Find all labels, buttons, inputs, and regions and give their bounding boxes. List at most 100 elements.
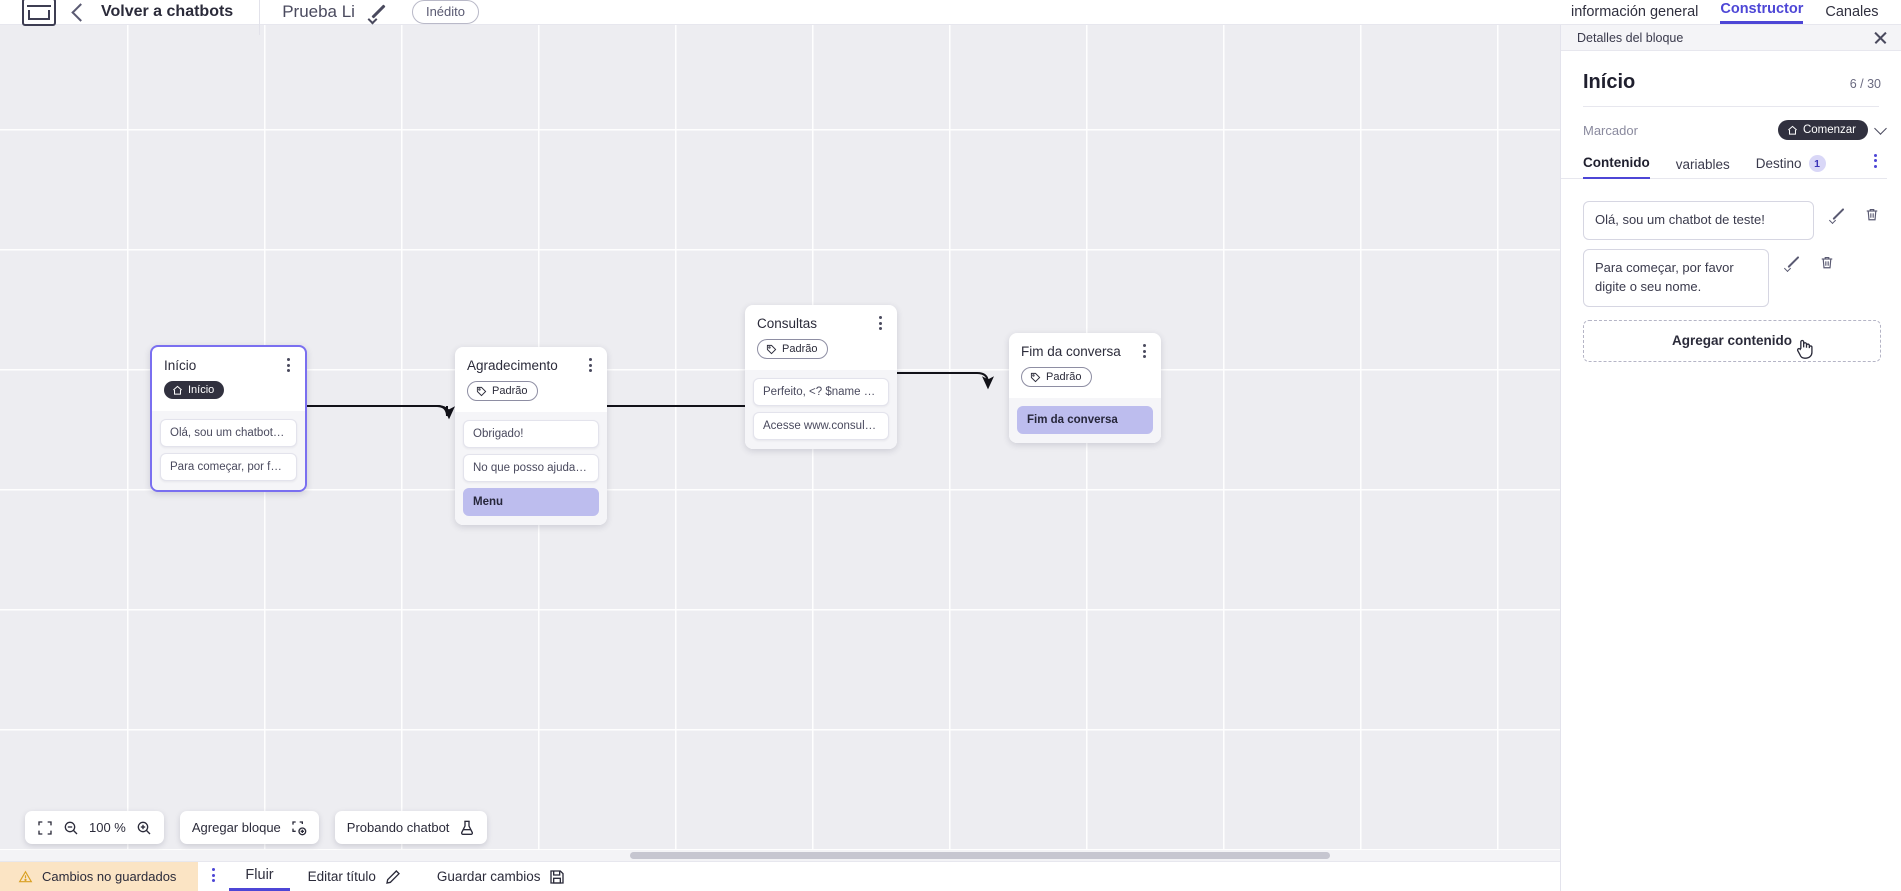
scrollbar-thumb[interactable] (630, 852, 1330, 859)
chevron-down-icon[interactable] (1874, 121, 1887, 135)
tab-variables[interactable]: variables (1676, 157, 1730, 179)
mouse-cursor (1796, 339, 1813, 359)
close-icon[interactable] (1873, 30, 1888, 45)
node-header: Agradecimento (455, 347, 607, 374)
tab-variables-label: variables (1675, 157, 1730, 172)
trash-icon[interactable] (1865, 207, 1879, 222)
tab-constructor[interactable]: Constructor (1720, 1, 1804, 24)
pencil-icon[interactable] (1785, 255, 1800, 270)
content-item: Para começar, por favor digite o seu nom… (1583, 248, 1881, 307)
node-body: Obrigado! No que posso ajudar, <? $name … (455, 411, 607, 525)
content-item: Olá, sou um chatbot de teste! (1583, 201, 1881, 240)
node-message-highlight[interactable]: Fim da conversa (1017, 405, 1153, 434)
add-block-button[interactable]: Agregar bloque (179, 811, 319, 844)
trash-icon[interactable] (1820, 255, 1834, 270)
save-changes-label: Guardar cambios (436, 869, 541, 884)
test-chatbot-label: Probando chatbot (346, 820, 450, 835)
node-message[interactable]: Obrigado! (463, 419, 599, 448)
marker-row: Marcador Comenzar (1561, 107, 1901, 140)
node-message[interactable]: No que posso ajudar, <? $name ... (463, 453, 599, 482)
flow-node-agradecimento[interactable]: Agradecimento Padrão Obrigado! No que po… (455, 347, 607, 525)
node-tag[interactable]: Padrão (1021, 367, 1093, 388)
app-logo-icon[interactable] (22, 0, 56, 26)
tab-contenido[interactable]: Contenido (1583, 155, 1650, 179)
pencil-icon (386, 869, 400, 884)
node-header: Consultas (745, 305, 897, 332)
node-title: Fim da conversa (1021, 344, 1121, 359)
node-tag-label: Padrão (492, 385, 528, 398)
marker-badge[interactable]: Comenzar (1777, 120, 1868, 140)
flow-node-inicio[interactable]: Início Início Olá, sou um chatbot de tes… (150, 345, 307, 492)
add-block-label: Agregar bloque (191, 820, 281, 835)
node-message[interactable]: Acesse www.consultas.com par... (753, 411, 889, 440)
kebab-menu-icon[interactable] (1137, 344, 1151, 360)
canvas-horizontal-scrollbar[interactable] (0, 850, 1560, 861)
marker-badge-label: Comenzar (1802, 124, 1856, 136)
node-header: Fim da conversa (1009, 333, 1161, 360)
node-tag[interactable]: Padrão (467, 381, 539, 402)
save-changes-button[interactable]: Guardar cambios (419, 862, 584, 891)
node-title: Agradecimento (467, 358, 558, 373)
node-title: Consultas (757, 316, 818, 331)
top-bar: Volver a chatbots Prueba Li Inédito (0, 0, 1560, 35)
bot-name-label: Prueba Li (282, 2, 355, 21)
back-to-chatbots-link[interactable]: Volver a chatbots (101, 3, 234, 20)
tag-icon (476, 386, 487, 396)
pencil-icon[interactable] (1830, 207, 1845, 222)
canvas-toolbar: 100 % Agregar bloque Probando chatbot (25, 811, 488, 844)
tab-informacion-general[interactable]: información general (1571, 4, 1699, 20)
pencil-icon[interactable] (369, 4, 386, 21)
panel-header-title: Detalles del bloque (1577, 30, 1684, 45)
status-bar: Cambios no guardados Fluir Editar título… (0, 861, 1560, 891)
kebab-menu-icon[interactable] (1874, 153, 1877, 171)
node-message[interactable]: Para começar, por favor digite o ... (160, 452, 297, 481)
zoom-out-icon[interactable] (63, 820, 79, 836)
content-text[interactable]: Olá, sou um chatbot de teste! (1583, 201, 1814, 240)
kebab-menu-icon[interactable] (281, 358, 295, 374)
add-content-button[interactable]: Agregar contenido (1583, 319, 1881, 362)
content-item-actions (1814, 201, 1881, 222)
tab-canales[interactable]: Canales (1825, 4, 1879, 20)
flow-canvas[interactable]: Início Início Olá, sou um chatbot de tes… (0, 25, 1560, 861)
test-chatbot-button[interactable]: Probando chatbot (334, 811, 488, 844)
node-tag[interactable]: Início (164, 381, 225, 400)
content-text[interactable]: Para começar, por favor digite o seu nom… (1583, 248, 1769, 307)
kebab-menu-icon[interactable] (198, 862, 229, 891)
warning-triangle-icon (18, 870, 33, 882)
panel-tabs: Contenido variables Destino 1 (1561, 140, 1887, 179)
tab-fluir[interactable]: Fluir (229, 862, 290, 891)
zoom-level-label: 100 % (89, 820, 126, 835)
kebab-menu-icon[interactable] (873, 316, 887, 332)
marker-label: Marcador (1583, 122, 1638, 138)
node-message[interactable]: Perfeito, <? $name ?>! (753, 377, 889, 406)
flask-icon (461, 820, 474, 835)
block-count-label: 6 / 30 (1849, 77, 1881, 91)
panel-header: Detalles del bloque (1561, 25, 1901, 51)
zoom-in-icon[interactable] (136, 820, 152, 836)
chevron-left-icon[interactable] (71, 2, 90, 22)
flow-node-consultas[interactable]: Consultas Padrão Perfeito, <? $name ?>! … (745, 305, 897, 449)
edit-title-button[interactable]: Editar título (290, 862, 419, 891)
node-tag-wrap: Início (152, 374, 305, 411)
node-message-highlight[interactable]: Menu (463, 487, 599, 516)
node-body: Fim da conversa (1009, 397, 1161, 443)
node-tag-label: Padrão (782, 343, 818, 356)
node-title: Início (164, 358, 197, 373)
tag-icon (1030, 372, 1041, 382)
home-icon (173, 385, 182, 395)
node-tag[interactable]: Padrão (757, 339, 829, 360)
unsaved-changes-label: Cambios no guardados (42, 869, 177, 884)
fit-screen-icon[interactable] (37, 820, 53, 836)
flow-node-fim-da-conversa[interactable]: Fim da conversa Padrão Fim da conversa (1009, 333, 1161, 443)
node-tag-wrap: Padrão (745, 332, 897, 370)
tab-destino[interactable]: Destino 1 (1756, 155, 1826, 179)
tag-icon (766, 344, 777, 354)
block-details-panel: Detalles del bloque Início 6 / 30 Marcad… (1560, 25, 1901, 891)
main-tabs: información general Constructor Canales (1560, 0, 1901, 25)
node-message[interactable]: Olá, sou um chatbot de teste! (160, 418, 297, 447)
kebab-menu-icon[interactable] (583, 358, 597, 374)
panel-divider (1583, 106, 1879, 107)
tab-contenido-label: Contenido (1583, 155, 1650, 170)
node-body: Perfeito, <? $name ?>! Acesse www.consul… (745, 369, 897, 449)
